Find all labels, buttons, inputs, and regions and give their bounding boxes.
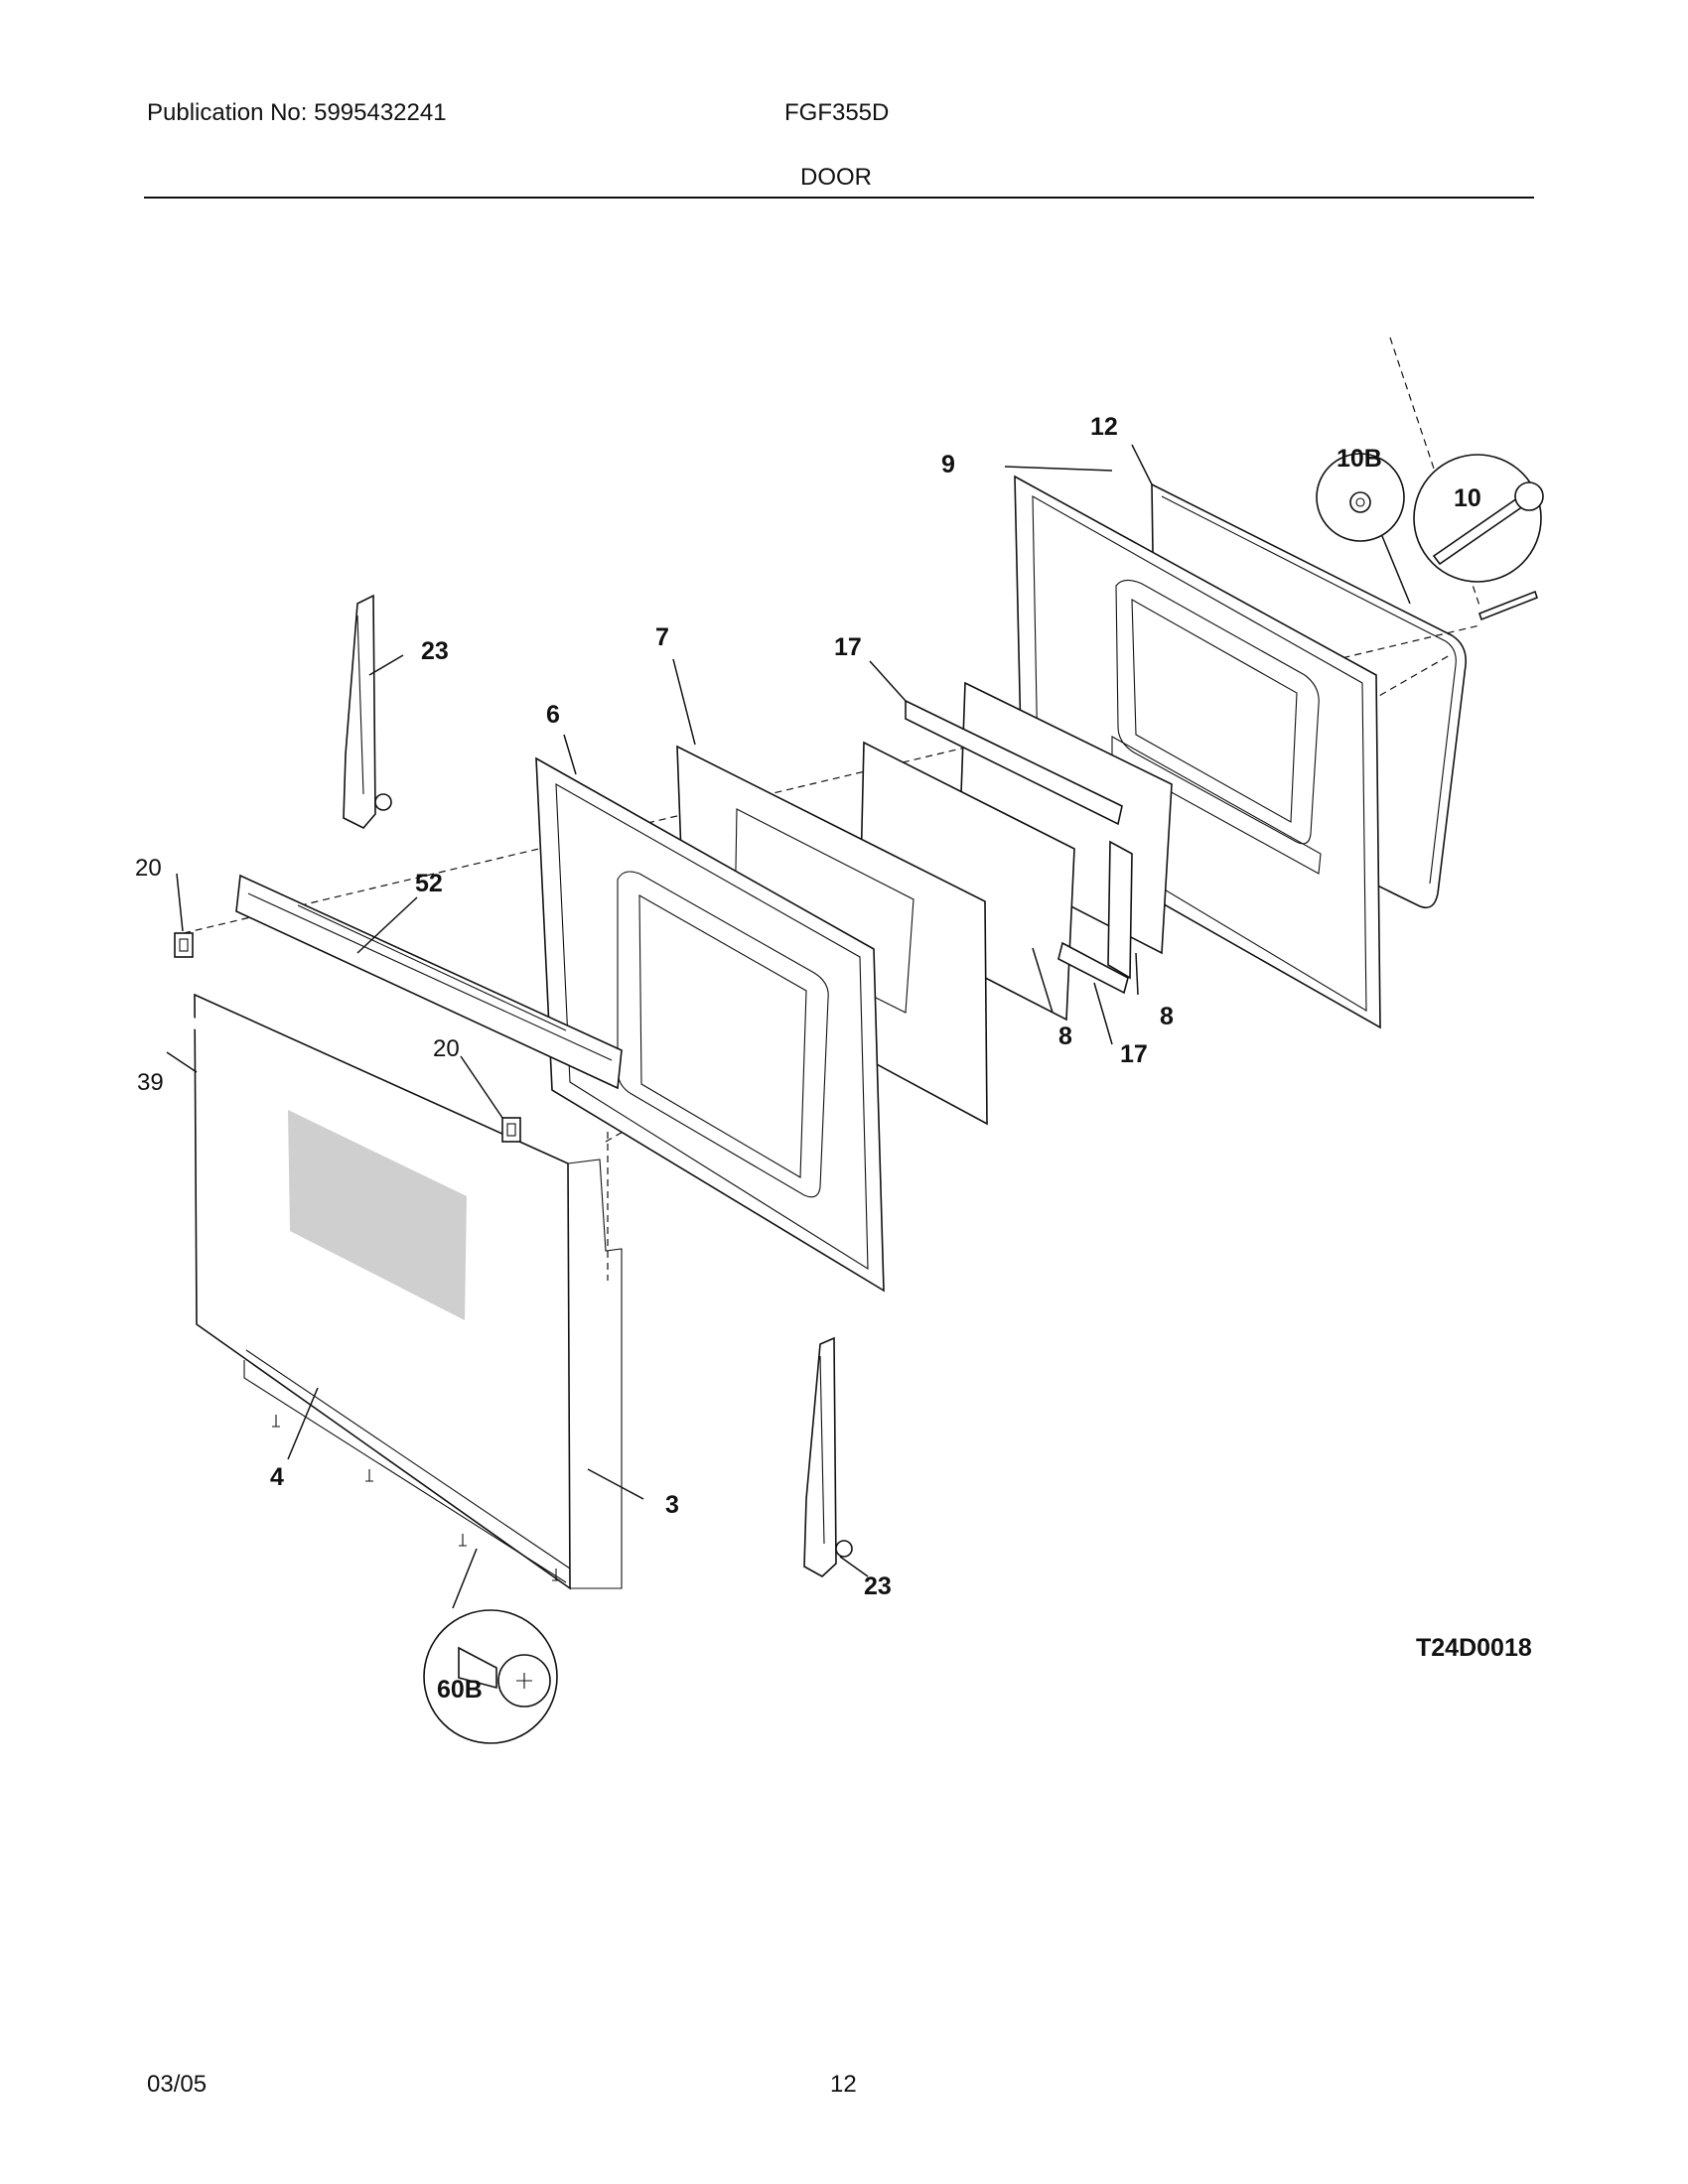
inner-door-panel (1014, 475, 1381, 1029)
label-part-20-left: 20 (135, 855, 162, 882)
door-hinge-upper (343, 594, 392, 829)
label-part-9: 9 (941, 451, 955, 478)
label-part-17-top: 17 (834, 633, 862, 661)
glass-retainer-bottom (1057, 840, 1133, 995)
label-part-6: 6 (546, 701, 560, 729)
label-part-52: 52 (415, 870, 443, 897)
label-part-10: 10 (1454, 484, 1481, 512)
handle-end-cap-right (501, 1117, 521, 1143)
model-number: FGF355D (784, 99, 890, 126)
header-rule (144, 197, 1534, 199)
door-window-glass-pattern (288, 1110, 467, 1320)
screw-60b-inset (423, 1609, 558, 1744)
label-part-3: 3 (665, 1491, 679, 1519)
footer-page-number: 12 (830, 2071, 857, 2098)
screw-10-assembled (1478, 590, 1538, 621)
handle-end-cap-left (174, 932, 194, 958)
diagram-code: T24D0018 (1416, 1634, 1532, 1662)
label-part-60b: 60B (437, 1676, 483, 1704)
section-title: DOOR (800, 164, 872, 191)
label-part-8-right: 8 (1160, 1003, 1174, 1030)
outer-door-panel (194, 993, 623, 1590)
door-liner (535, 756, 885, 1293)
label-part-39: 39 (137, 1069, 164, 1096)
label-part-7: 7 (655, 623, 669, 651)
label-part-8-left: 8 (1058, 1023, 1072, 1050)
label-part-23-upper: 23 (421, 637, 449, 665)
door-handle (140, 946, 490, 1163)
footer-date: 03/05 (147, 2071, 208, 2098)
label-part-23-lower: 23 (864, 1572, 892, 1600)
glass-retainer-top (905, 699, 1123, 826)
door-top-trim (235, 874, 623, 1090)
door-hinge-lower (803, 1336, 853, 1577)
label-part-20-right: 20 (433, 1035, 460, 1062)
screw-10-inset (1413, 454, 1544, 583)
leader-lines (166, 444, 1411, 1609)
label-part-10b: 10B (1336, 445, 1382, 473)
label-part-12: 12 (1090, 413, 1118, 441)
publication-number: Publication No: 5995432241 (147, 99, 447, 126)
label-part-4: 4 (270, 1463, 284, 1491)
label-part-17-bottom: 17 (1120, 1040, 1148, 1068)
door-screws (272, 1415, 560, 1581)
washer-10b-inset (1316, 453, 1405, 542)
